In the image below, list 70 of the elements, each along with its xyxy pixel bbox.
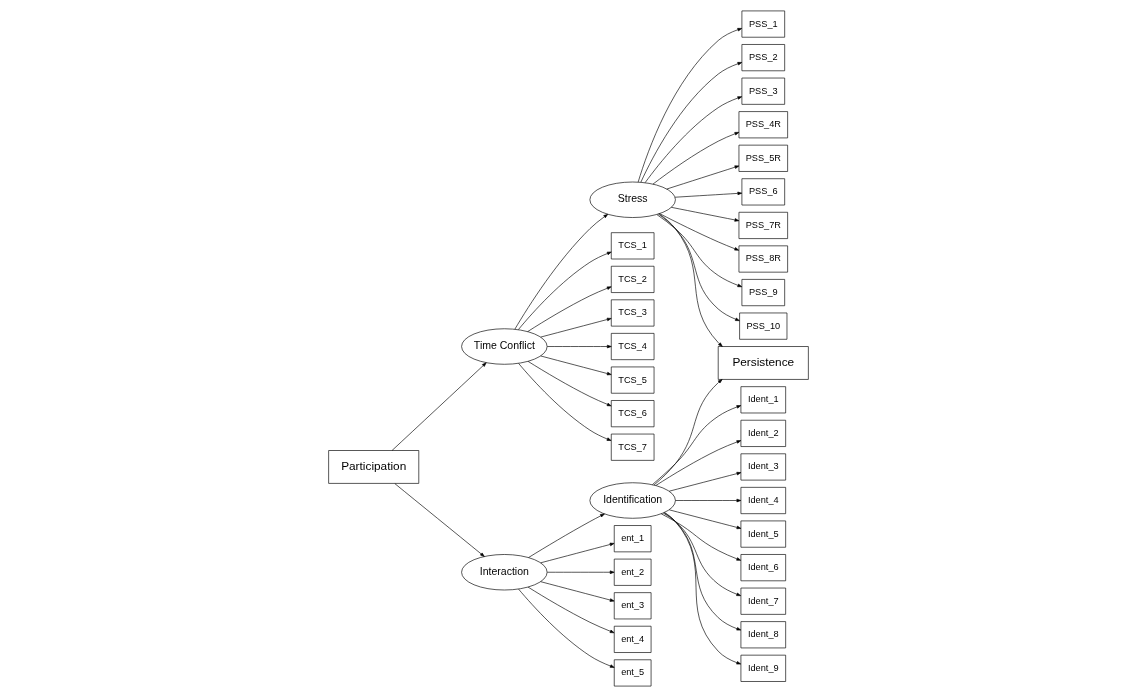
node-box: PSS_5R [738,144,788,172]
node-box: Ident_1 [740,386,786,414]
arrow [674,191,742,198]
arrow [658,213,723,347]
arrow [662,512,741,596]
node-box: Ident_2 [740,419,786,447]
arrow [527,361,611,407]
node-box: Ident_8 [740,621,786,649]
node-box: TCS_2 [610,265,654,293]
arrow [665,165,739,190]
node-box: PSS_10 [738,312,787,340]
arrow [539,317,612,338]
arrow [546,344,612,349]
arrow [546,570,614,574]
node-box: TCS_6 [610,400,654,428]
node-box: Participation [327,450,419,484]
arrow [637,28,742,183]
arrow [517,363,611,441]
arrow [663,512,741,631]
arrow [655,440,741,486]
arrow [539,581,614,602]
node-box: ent_4 [613,625,651,653]
arrow [658,213,739,251]
node-box: Ident_6 [740,554,786,582]
node-box: ent_3 [613,592,651,620]
arrow [527,513,605,558]
arrow [394,483,485,557]
node-box: TCS_4 [610,333,654,360]
arrow [655,214,742,288]
node-box: TCS_5 [610,366,654,394]
arrow [527,586,614,634]
arrow [539,542,614,564]
arrow [660,513,741,561]
node-box: Ident_4 [740,487,786,514]
node-box: PSS_4R [738,111,788,139]
node-box: Persistence [717,346,809,380]
arrow [640,62,742,183]
arrow [663,512,741,665]
arrow [391,362,486,451]
arrow [539,355,612,376]
arrow [514,214,608,330]
node-box: PSS_1 [741,10,785,38]
arrow [644,96,742,184]
arrow [668,471,741,492]
arrow [517,251,612,330]
node-box: Ident_7 [740,587,786,615]
arrow [657,213,740,321]
node-box: PSS_6 [741,178,785,206]
node-box: Ident_9 [740,654,786,682]
node-box: Ident_5 [740,520,786,548]
node-box: PSS_8R [738,245,788,273]
node-box: TCS_3 [610,299,654,327]
arrow [651,405,741,485]
node-box: Ident_3 [740,453,786,481]
node-box: ent_1 [613,525,651,553]
node-box: TCS_1 [610,232,654,260]
node-box: TCS_7 [610,433,654,461]
node-box: PSS_2 [741,44,785,72]
arrow [517,588,615,668]
arrow [668,509,741,530]
node-box: PSS_9 [741,279,785,307]
arrow [526,286,611,332]
node-box: PSS_3 [741,77,785,105]
arrow [652,132,739,185]
node-box: ent_2 [613,558,651,586]
arrow [674,498,741,503]
node-box: ent_5 [613,659,651,687]
arrow [653,379,722,486]
arrow [670,207,739,222]
node-box: PSS_7R [738,211,788,239]
